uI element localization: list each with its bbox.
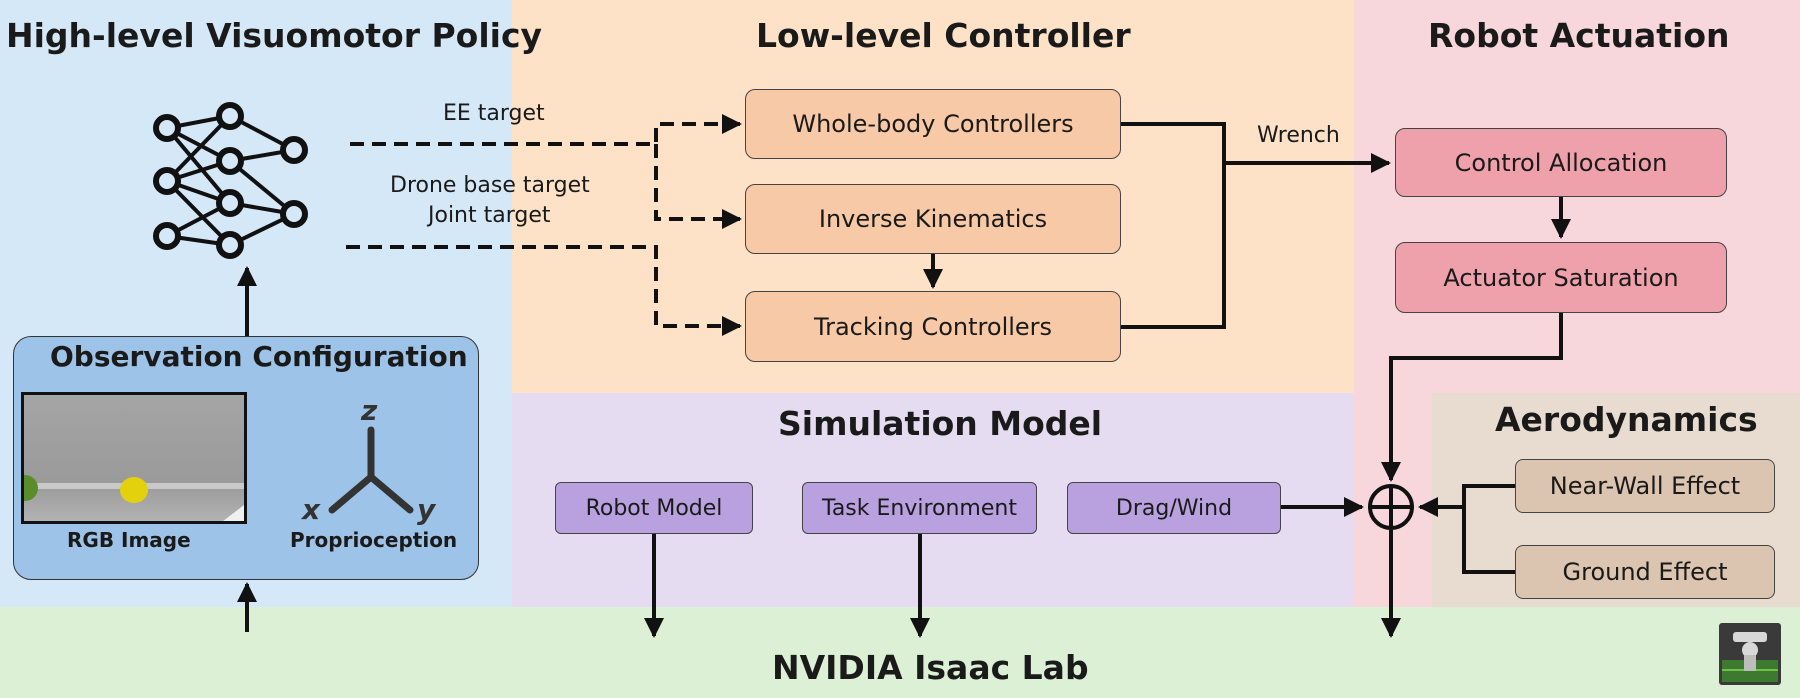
observation-title: Observation Configuration — [50, 340, 468, 373]
joint-target-label: Joint target — [428, 203, 551, 228]
ee-target-label: EE target — [443, 101, 545, 126]
wrench-label: Wrench — [1257, 123, 1340, 148]
isaac-lab-logo-icon — [1719, 623, 1781, 685]
near-wall-effect-block: Near-Wall Effect — [1515, 459, 1775, 513]
axis-x-label: x — [302, 493, 321, 526]
actuation-title: Robot Actuation — [1428, 16, 1730, 55]
neural-network-icon — [153, 102, 308, 259]
proprioception-axes-icon — [328, 426, 414, 514]
tracking-controllers-block: Tracking Controllers — [745, 291, 1121, 362]
axis-z-label: z — [361, 394, 378, 427]
drone-base-target-label: Drone base target — [390, 173, 590, 198]
axis-y-label: y — [417, 493, 436, 526]
actuator-saturation-block: Actuator Saturation — [1395, 242, 1727, 313]
green-object — [24, 475, 38, 501]
policy-title: High-level Visuomotor Policy — [6, 16, 543, 55]
isaac-region — [0, 607, 1800, 698]
yellow-ball — [120, 477, 148, 503]
rgb-image — [21, 392, 247, 524]
isaac-title: NVIDIA Isaac Lab — [772, 648, 1089, 687]
summing-junction-icon — [1368, 484, 1414, 530]
inverse-kinematics-block: Inverse Kinematics — [745, 184, 1121, 254]
control-allocation-block: Control Allocation — [1395, 128, 1727, 197]
robot-model-block: Robot Model — [555, 482, 753, 534]
whole-body-controllers-block: Whole-body Controllers — [745, 89, 1121, 159]
rgb-label: RGB Image — [67, 528, 191, 552]
simulation-title: Simulation Model — [778, 404, 1103, 443]
drag-wind-block: Drag/Wind — [1067, 482, 1281, 534]
task-environment-block: Task Environment — [802, 482, 1037, 534]
ground-effect-block: Ground Effect — [1515, 545, 1775, 599]
proprioception-label: Proprioception — [290, 528, 458, 552]
aero-title: Aerodynamics — [1495, 400, 1758, 439]
controller-title: Low-level Controller — [756, 16, 1131, 55]
